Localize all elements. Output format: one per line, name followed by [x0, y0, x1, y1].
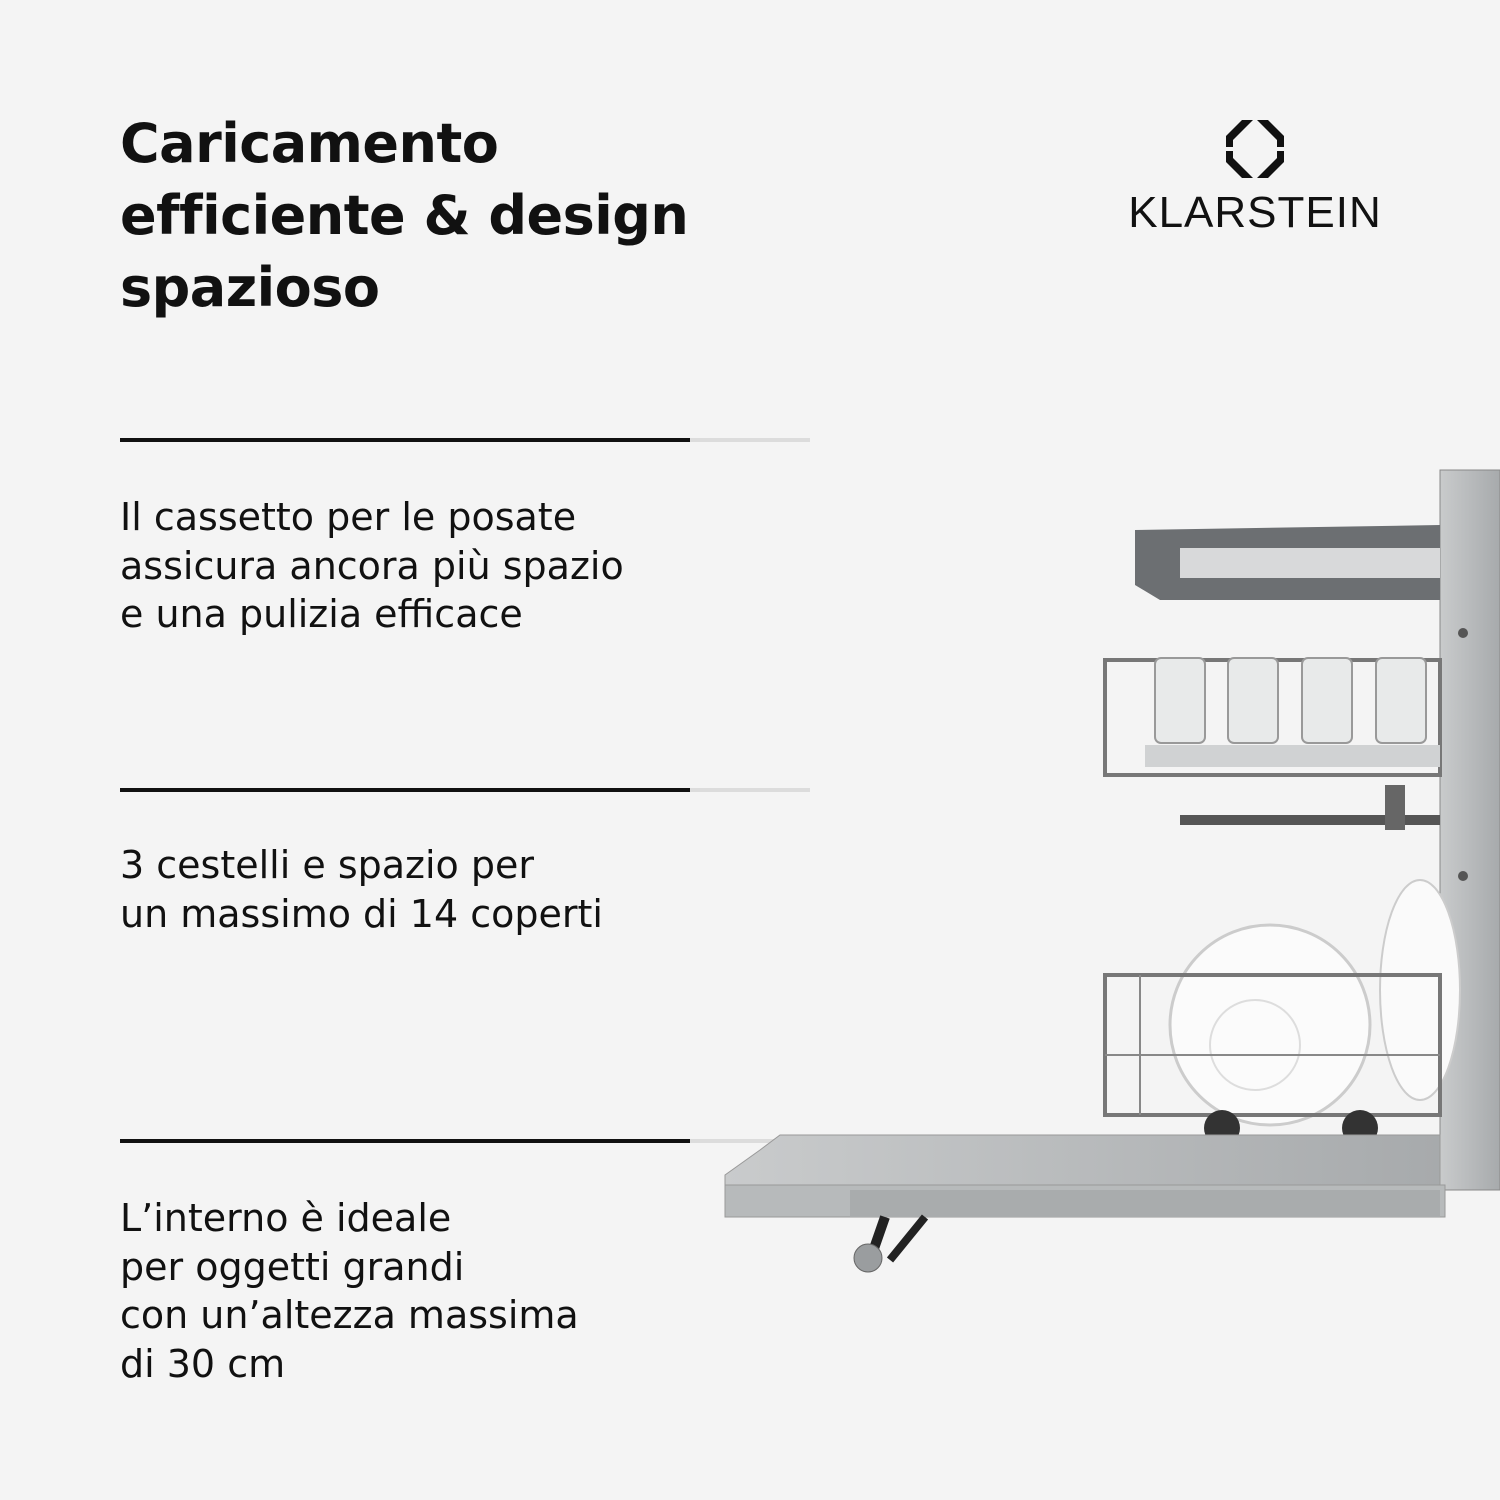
feature-text: Il cassetto per le posate assicura ancor…: [120, 493, 624, 639]
feature-line: assicura ancora più spazio: [120, 543, 624, 588]
title-line: efficiente & design: [120, 184, 689, 247]
feature-line: per oggetti grandi: [120, 1244, 465, 1289]
brand-name: KLARSTEIN: [1128, 188, 1382, 237]
title-line: Caricamento: [120, 112, 499, 175]
feature-divider: [120, 788, 810, 792]
klarstein-logo-icon: [1226, 120, 1284, 178]
feature-line: con un’altezza massima: [120, 1293, 579, 1337]
feature-line: e una pulizia efficace: [120, 592, 523, 636]
feature-divider: [120, 438, 810, 442]
feature-line: Il cassetto per le posate: [120, 495, 577, 539]
feature-divider: [120, 1139, 810, 1143]
divider-progress: [120, 1139, 690, 1143]
feature-line: un massimo di 14 coperti: [120, 891, 603, 936]
feature-text: L’interno è ideale per oggetti grandi co…: [120, 1194, 579, 1388]
feature-text: 3 cestelli e spazio per un massimo di 14…: [120, 841, 603, 938]
title-line: spazioso: [120, 256, 380, 319]
dishwasher-image: [724, 469, 1500, 1273]
divider-progress: [120, 438, 690, 442]
brand-logo: KLARSTEIN: [1120, 118, 1390, 238]
divider-progress: [120, 788, 690, 792]
page-title: Caricamento efficiente & design spazioso: [120, 108, 760, 324]
feature-line: di 30 cm: [120, 1341, 286, 1386]
feature-line: L’interno è ideale: [120, 1196, 452, 1240]
feature-line: 3 cestelli e spazio per: [120, 843, 534, 887]
